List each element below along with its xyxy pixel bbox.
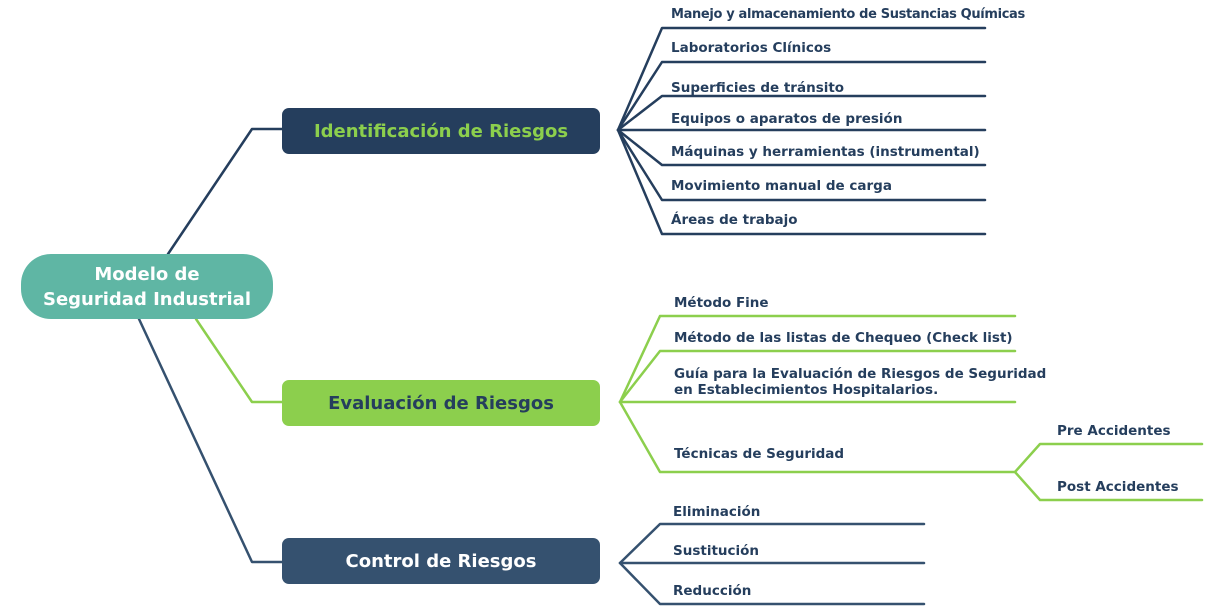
leaf-pre-accidentes: Pre Accidentes [1057, 423, 1171, 439]
evaluacion-connectors [618, 314, 1204, 502]
leaf-eliminacion: Eliminación [673, 504, 761, 520]
identificacion-connectors [616, 26, 987, 236]
root-to-control-line [137, 317, 284, 564]
leaf-reduccion: Reducción [673, 583, 752, 599]
control-connectors [618, 522, 926, 606]
branch-control: Control de Riesgos [282, 538, 600, 584]
leaf-maquinas-herramientas: Máquinas y herramientas (instrumental) [671, 144, 980, 160]
root-to-evaluacion-line [194, 317, 284, 404]
branch-identificacion: Identificación de Riesgos [282, 108, 600, 154]
leaf-superficies-transito: Superficies de tránsito [671, 80, 845, 96]
leaf-areas-trabajo: Áreas de trabajo [671, 212, 798, 228]
root-node: Modelo de Seguridad Industrial [21, 254, 273, 319]
root-title-line-1: Modelo de [94, 263, 200, 285]
leaf-sustitucion: Sustitución [673, 543, 760, 559]
leaf-movimiento-manual: Movimiento manual de carga [671, 178, 892, 194]
leaf-guia-evaluacion-line-1: Guía para la Evaluación de Riesgos de Se… [674, 366, 1047, 382]
leaf-post-accidentes: Post Accidentes [1057, 479, 1179, 495]
leaf-guia-evaluacion-line-2: en Establecimientos Hospitalarios. [674, 382, 939, 398]
leaf-equipos-presion: Equipos o aparatos de presión [671, 111, 903, 127]
leaf-laboratorios-clinicos: Laboratorios Clínicos [671, 40, 832, 56]
leaf-metodo-fine: Método Fine [674, 295, 769, 311]
root-to-identificacion-line [166, 127, 284, 256]
leaf-tecnicas-seguridad: Técnicas de Seguridad [674, 446, 845, 462]
root-title-line-2: Seguridad Industrial [43, 288, 251, 310]
leaf-check-list: Método de las listas de Chequeo (Check l… [674, 330, 1013, 346]
branch-evaluacion: Evaluación de Riesgos [282, 380, 600, 426]
leaf-sustancias-quimicas: Manejo y almacenamiento de Sustancias Qu… [671, 7, 1025, 22]
